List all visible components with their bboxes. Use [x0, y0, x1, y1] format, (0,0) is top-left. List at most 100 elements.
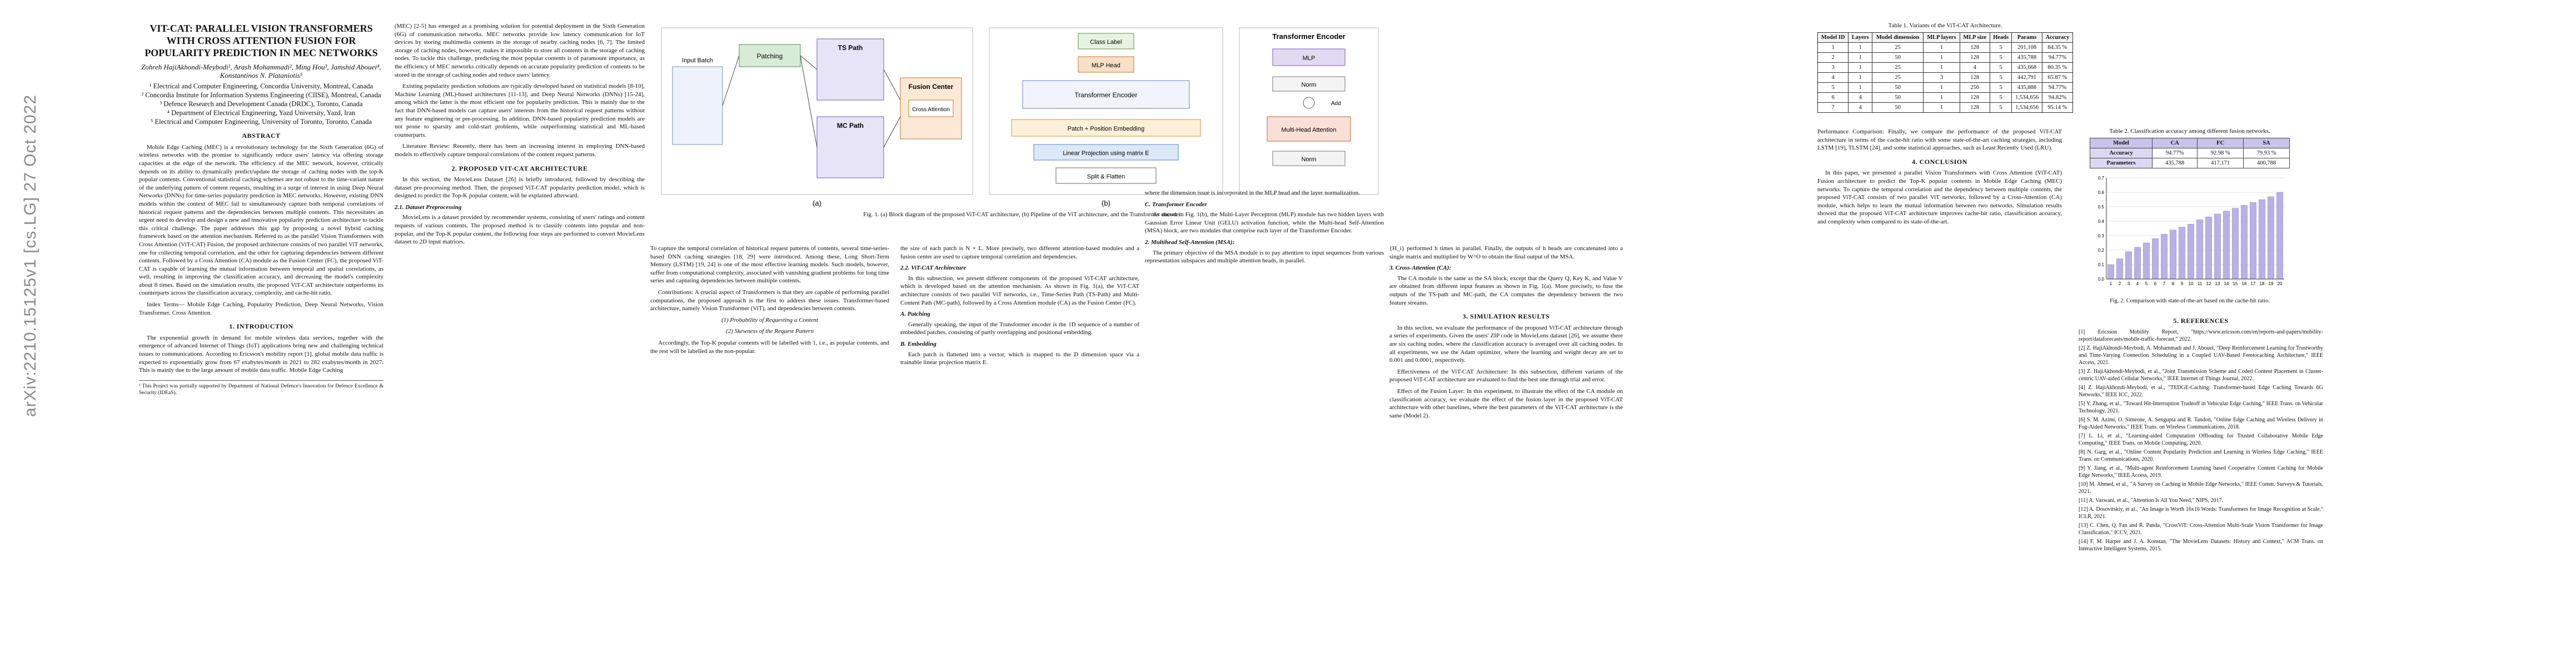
- x-tick-label: 17: [2251, 281, 2256, 286]
- figure-1-diagram: Input Batch Patching TS Path MC Path Fus…: [661, 27, 1379, 207]
- section-4-heading: 4. CONCLUSION: [1912, 157, 1967, 166]
- figure-2-caption: Fig. 2. Comparison with state-of-the-art…: [2109, 298, 2270, 304]
- table-1-cell: 50: [1872, 52, 1924, 63]
- table-2-cell: 400,788: [2243, 158, 2290, 168]
- table-2-header: FC: [2197, 138, 2244, 148]
- table-1-header: Model ID: [1817, 32, 1849, 43]
- table-1-cell: 5: [1989, 62, 2012, 73]
- reference-item: [10] M. Ahmed, et al., "A Survey on Cach…: [2079, 481, 2323, 495]
- bar: [2161, 234, 2168, 280]
- figure-1: Input Batch Patching TS Path MC Path Fus…: [656, 22, 1389, 217]
- encoder-norm2-block: [1272, 76, 1346, 92]
- reference-item: [7] L. Li, et al., "Learning-aided Compu…: [2079, 432, 2323, 446]
- mhsa-heading: 2. Multihead Self-Attention (MSA):: [1145, 238, 1235, 246]
- encoder-norm1-block: [1272, 151, 1346, 166]
- table-1-cell: 6: [1817, 92, 1849, 103]
- col3-item-2: (2) Skewness of the Request Pattern: [726, 328, 814, 335]
- x-tick-label: 2: [2119, 281, 2121, 286]
- bar: [2268, 196, 2274, 280]
- table-1-cell: 1: [1923, 92, 1960, 103]
- x-tick-label: 5: [2145, 281, 2148, 286]
- split-flatten-text: Split & Flatten: [1087, 173, 1125, 180]
- table-1-cell: 1: [1923, 52, 1960, 63]
- affiliation-3: ³ Defence Research and Development Canad…: [160, 100, 363, 108]
- table-1-cell: 5: [1989, 82, 2012, 93]
- x-tick-label: 19: [2269, 281, 2274, 286]
- table-1-cell: 1: [1848, 72, 1873, 83]
- table-1-cell: 435,888: [2011, 82, 2042, 93]
- col3-item-1: (1) Probability of Requesting a Content: [721, 316, 819, 323]
- col6-paragraph-1: {H_i} performed h times in parallel. Fin…: [1389, 245, 1623, 260]
- table-1-cell: 1: [1923, 102, 1960, 113]
- panel-b-frame: [989, 27, 1223, 195]
- table-2-cell: 79.93 %: [2243, 148, 2290, 158]
- col5-paragraph-1: where the dimension issue is incorporate…: [1145, 190, 1360, 196]
- bar: [2152, 238, 2159, 280]
- column-6: {H_i} performed h times in parallel. Fin…: [1389, 245, 1623, 423]
- column-7: Performance Comparison: Finally, we comp…: [1817, 128, 2062, 230]
- col7-paragraph-2: In this paper, we presented a parallel V…: [1817, 170, 2062, 225]
- patching-label: Patching: [757, 52, 783, 60]
- col3-paragraph-3: Accordingly, the Top-K popular contents …: [650, 339, 889, 355]
- col4-paragraph-2: In this subsection, we present different…: [900, 275, 1139, 306]
- ts-path-block: [816, 38, 884, 101]
- col2-paragraph-4: In this section, the MovieLens Dataset […: [395, 176, 645, 200]
- encoder-mlp-text: MLP: [1303, 55, 1316, 62]
- reference-item: [1] Ericsson Mobility Report, "https://w…: [2079, 328, 2323, 342]
- input-batch-label: Input Batch: [682, 57, 713, 64]
- encoder-mlp-block: [1272, 48, 1346, 66]
- x-tick-label: 18: [2260, 281, 2265, 286]
- arrow-input-patching: [722, 55, 740, 106]
- table-1-cell: 1: [1848, 82, 1873, 93]
- bar: [2116, 258, 2123, 280]
- subsection-2-2-heading: 2.2. ViT-CAT Architecture: [900, 265, 966, 272]
- col3-paragraph-1: To capture the temporal correlation of h…: [650, 245, 889, 285]
- cross-attention-heading: 3. Cross-Attention (CA):: [1389, 265, 1451, 272]
- col2-paragraph-1: (MEC) [2-5] has emerged as a promising s…: [395, 23, 645, 78]
- table-1-cell: 256: [1959, 82, 1990, 93]
- affiliation-2: ² Concordia Institute for Information Sy…: [141, 91, 381, 99]
- table-1-cell: 435,788: [2011, 52, 2042, 63]
- panel-b-label: (b): [1102, 199, 1110, 207]
- mlp-head-block: [1078, 56, 1134, 73]
- encoder-mhsa-text: Multi-Head Attention: [1281, 127, 1336, 133]
- table-1-cell: 4: [1848, 92, 1873, 103]
- col2-paragraph-5: MovieLens is a dataset provided by recom…: [395, 214, 645, 246]
- table-2-cell: 92.98 %: [2197, 148, 2244, 158]
- table-1-cell: 1: [1923, 82, 1960, 93]
- table-1-header: MLP size: [1959, 32, 1990, 43]
- table-1-cell: 7: [1817, 102, 1849, 113]
- table-2-header-row: Model CA FC SA: [2090, 138, 2290, 148]
- column-3: To capture the temporal correlation of h…: [650, 245, 889, 359]
- mc-path-block: [816, 116, 884, 178]
- col4-paragraph-1: the size of each patch is N × L. More pr…: [900, 245, 1139, 260]
- arxiv-identifier: arXiv:2210.15125v1 [cs.LG] 27 Oct 2022: [21, 94, 40, 417]
- col3-paragraph-2: Contributions: A crucial aspect of Trans…: [650, 288, 889, 312]
- table-1-cell: 1: [1817, 42, 1849, 53]
- encoder-norm1-text: Norm: [1302, 156, 1317, 163]
- table-1-cell: 128: [1959, 72, 1990, 83]
- table-1-cell: 5: [1989, 92, 2012, 103]
- patching-block: [739, 44, 801, 67]
- table-1-header: Heads: [1989, 32, 2012, 43]
- y-tick-label: 0.2: [2098, 248, 2105, 253]
- index-terms: Index Terms— Mobile Edge Caching, Popula…: [139, 301, 383, 316]
- panel-a-label: (a): [813, 199, 821, 207]
- table-1-cell: 5: [1989, 102, 2012, 113]
- y-tick-label: 0.7: [2098, 176, 2105, 181]
- bar: [2179, 227, 2185, 280]
- bar: [2170, 230, 2176, 280]
- table-1-cell: 435,668: [2011, 62, 2042, 73]
- col4-paragraph-3: Generally speaking, the input of the Tra…: [900, 321, 1139, 336]
- table-1-cell: 65.87 %: [2041, 72, 2074, 83]
- ts-path-label: TS Path: [838, 44, 863, 52]
- col6-paragraph-4: Effectiveness of the ViT-CAT Architectur…: [1389, 368, 1623, 384]
- bar: [2241, 205, 2248, 280]
- abstract-heading: ABSTRACT: [242, 132, 281, 140]
